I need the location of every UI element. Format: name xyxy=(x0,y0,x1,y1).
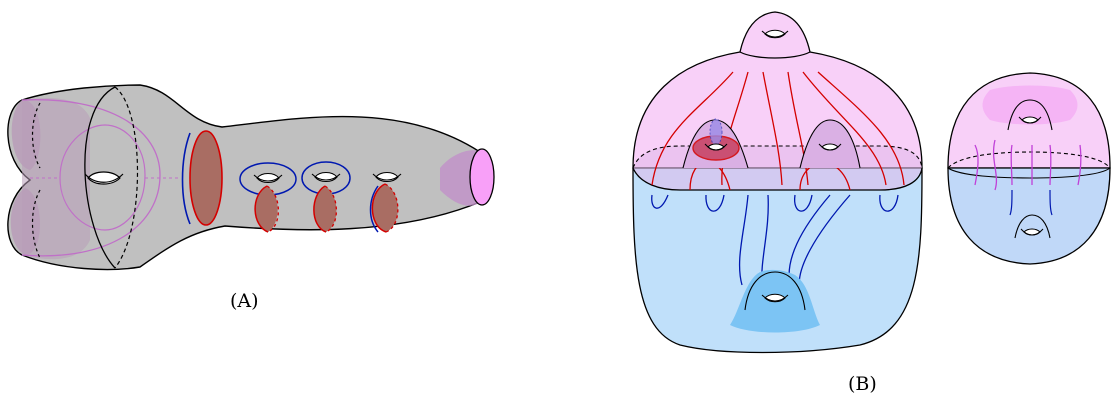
purple-petal xyxy=(710,119,722,145)
small-blue-bottom xyxy=(948,168,1110,264)
pink-end-cap xyxy=(470,149,494,205)
panel-a-surface xyxy=(8,85,494,269)
panel-b-small xyxy=(948,73,1110,264)
purple-left-band xyxy=(22,98,90,259)
panel-label-b: (B) xyxy=(848,373,877,395)
rim-band xyxy=(633,146,922,190)
panel-b-main xyxy=(633,12,922,353)
brown-neck-disk xyxy=(190,131,222,225)
panel-label-a: (A) xyxy=(230,290,259,312)
